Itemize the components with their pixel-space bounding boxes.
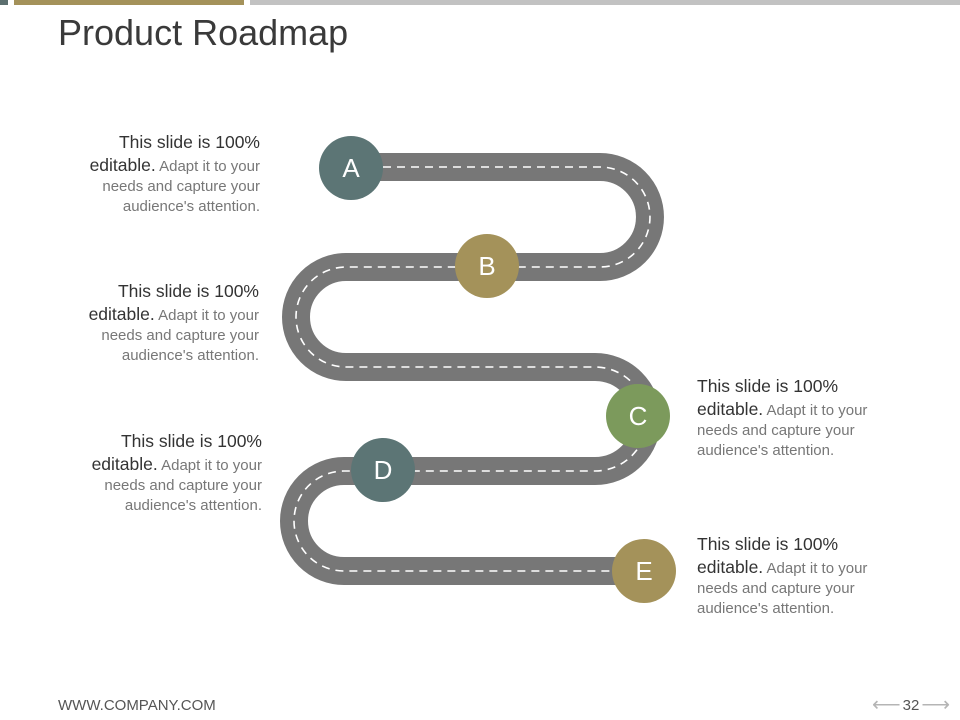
arrow-left-icon[interactable]: ⟵ [871,694,901,716]
milestone-description-d: This slide is 100% editable. Adapt it to… [52,430,262,516]
description-body: Adapt it to your needs and capture your … [102,158,260,215]
milestone-description-a: This slide is 100% editable. Adapt it to… [50,131,260,217]
description-body: Adapt it to your needs and capture your … [697,402,868,459]
footer-website: WWW.COMPANY.COM [58,697,216,714]
description-lead: This slide is 100% editable. [89,132,260,175]
milestone-description-e: This slide is 100% editable. Adapt it to… [697,533,907,619]
page-title: Product Roadmap [58,12,349,53]
description-lead: This slide is 100% editable. [697,534,839,577]
top-accent-bar-gold [14,0,244,5]
footer-navigation: ⟵ 32 ⟶ [871,694,950,716]
milestone-marker-e: E [612,539,676,603]
milestone-marker-a: A [319,136,383,200]
milestone-marker-d: D [351,438,415,502]
description-lead: This slide is 100% editable. [91,431,262,474]
arrow-right-icon[interactable]: ⟶ [921,694,950,716]
road-asphalt [280,153,664,585]
description-body: Adapt it to your needs and capture your … [697,560,868,617]
top-accent-bar-grey [250,0,960,5]
description-lead: This slide is 100% editable. [697,376,839,419]
milestone-description-b: This slide is 100% editable. Adapt it to… [49,280,259,366]
milestone-marker-b: B [455,234,519,298]
description-lead: This slide is 100% editable. [88,281,259,324]
top-accent-bar-dark [0,0,8,5]
milestone-marker-c: C [606,384,670,448]
page-number: 32 [902,696,920,714]
description-body: Adapt it to your needs and capture your … [101,307,259,364]
description-body: Adapt it to your needs and capture your … [104,457,262,514]
road-lane-markings [293,166,651,572]
milestone-description-c: This slide is 100% editable. Adapt it to… [697,375,907,461]
